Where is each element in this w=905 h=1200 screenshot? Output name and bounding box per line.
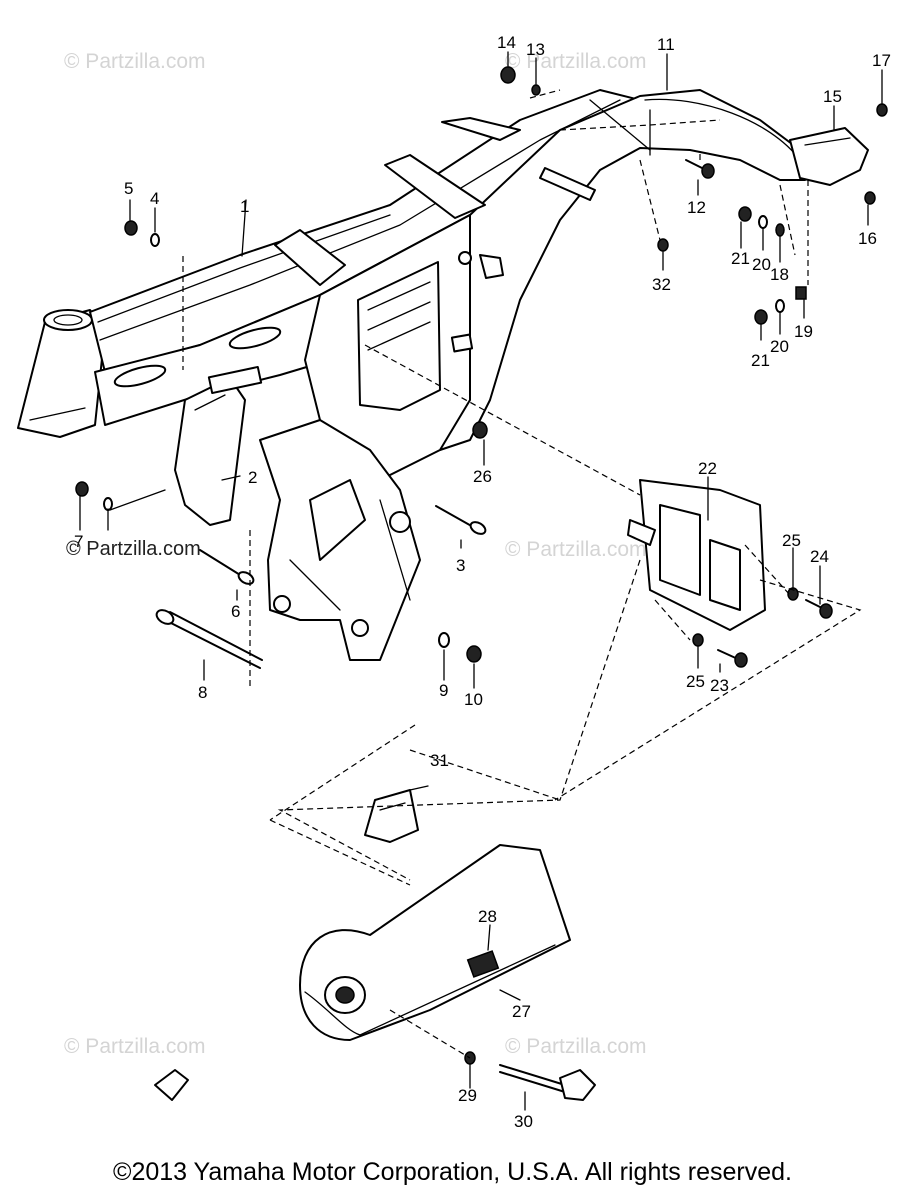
callout-21-lower: 21: [751, 351, 770, 370]
callout-8: 8: [198, 683, 207, 702]
bolt-30: [464, 1051, 596, 1101]
callout-17: 17: [872, 51, 891, 70]
bolt-3: [435, 505, 487, 535]
leader-lines: [79, 51, 883, 1111]
callout-14: 14: [497, 33, 516, 52]
callout-13: 13: [526, 40, 545, 59]
callout-25-right: 25: [782, 531, 801, 550]
watermark: © Partzilla.com: [66, 538, 201, 560]
copyright-notice: ©2013 Yamaha Motor Corporation, U.S.A. A…: [113, 1158, 792, 1186]
callout-9: 9: [439, 681, 448, 700]
callout-3: 3: [456, 556, 465, 575]
callout-18: 18: [770, 265, 789, 284]
callout-30: 30: [514, 1112, 533, 1131]
callout-4: 4: [150, 189, 159, 208]
main-frame: [17, 89, 806, 661]
watermark: © Partzilla.com: [64, 50, 206, 73]
chain-case: [299, 844, 571, 1041]
watermark: © Partzilla.com: [505, 1035, 647, 1058]
callout-1: 1: [240, 197, 249, 216]
callout-24: 24: [810, 547, 829, 566]
watermark: © Partzilla.com: [64, 1035, 206, 1058]
battery-bracket: [627, 479, 766, 631]
callout-10: 10: [464, 690, 483, 709]
callout-28: 28: [478, 907, 497, 926]
engine-mount-bracket: [174, 365, 263, 526]
callout-25-left: 25: [686, 672, 705, 691]
callout-26: 26: [473, 467, 492, 486]
callout-12: 12: [687, 198, 706, 217]
callout-20-upper: 20: [752, 255, 771, 274]
assembly-lines: [182, 89, 862, 1059]
bolt-8: [155, 609, 263, 669]
callout-15: 15: [823, 87, 842, 106]
callout-6: 6: [231, 602, 240, 621]
callout-labels: 1 2 3 4 5 6 7 8 9 10 11 12 13 14 15 16 1…: [74, 33, 891, 1131]
chain-case-bracket: [364, 789, 419, 843]
grommet: [154, 1069, 189, 1101]
callout-2: 2: [248, 468, 257, 487]
callout-23: 23: [710, 676, 729, 695]
callout-29: 29: [458, 1086, 477, 1105]
callout-21-upper: 21: [731, 249, 750, 268]
callout-19: 19: [794, 322, 813, 341]
callout-31: 31: [430, 751, 449, 770]
callout-11: 11: [657, 35, 675, 54]
callout-32: 32: [652, 275, 671, 294]
callout-16: 16: [858, 229, 877, 248]
watermark: © Partzilla.com: [505, 538, 647, 561]
callout-27: 27: [512, 1002, 531, 1021]
watermark: © Partzilla.com: [505, 50, 647, 73]
bolt-6: [199, 549, 255, 585]
fasteners: [75, 66, 888, 668]
callout-22: 22: [698, 459, 717, 478]
callout-20-lower: 20: [770, 337, 789, 356]
tail-light-bracket: [789, 127, 869, 186]
callout-5: 5: [124, 179, 133, 198]
callout-7: 7: [74, 532, 83, 551]
